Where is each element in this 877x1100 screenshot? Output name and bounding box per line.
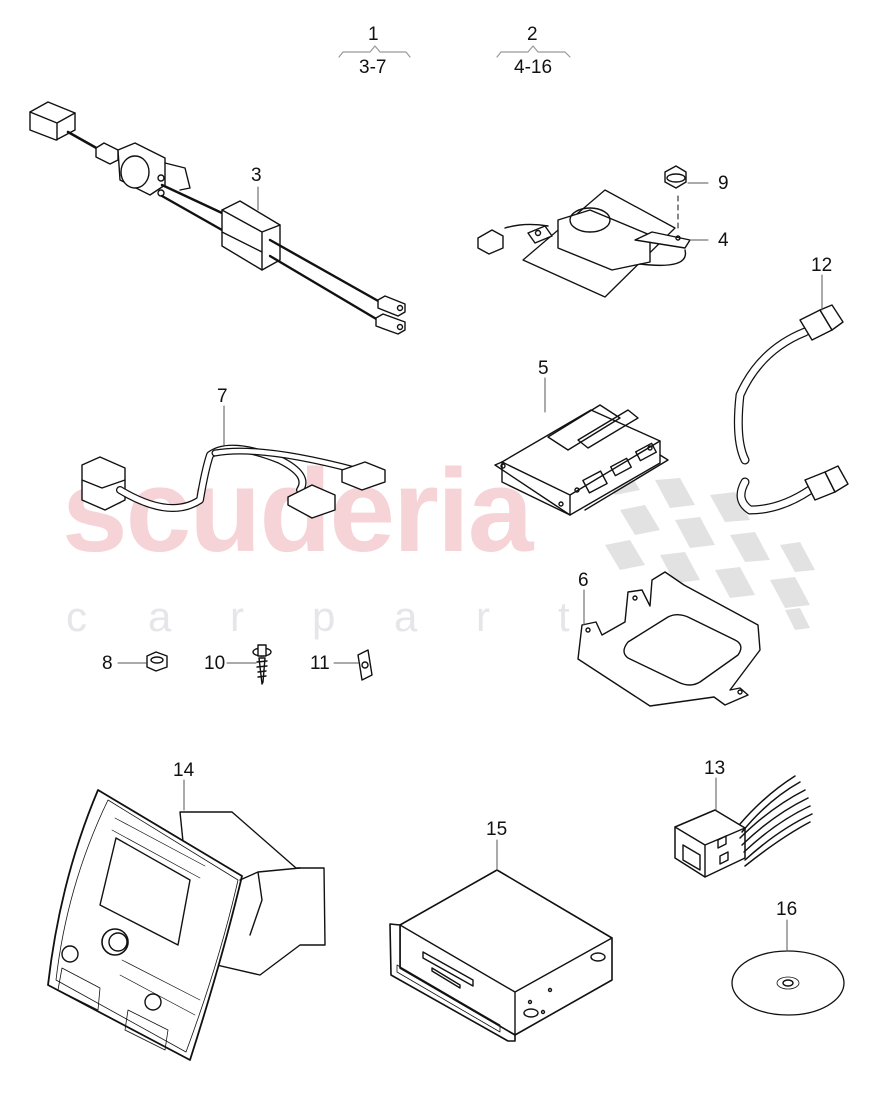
watermark-letter: a: [148, 593, 172, 640]
watermark-letter: r: [476, 593, 490, 640]
watermark-letter: r: [230, 593, 244, 640]
group-bracket-2: [496, 45, 571, 58]
callout-7[interactable]: 7: [217, 386, 228, 407]
callout-9[interactable]: 9: [718, 173, 729, 194]
watermark-letter: p: [312, 593, 336, 640]
part-5-control-unit: [494, 404, 669, 516]
callout-12[interactable]: 12: [811, 255, 833, 276]
callout-8[interactable]: 8: [102, 653, 113, 674]
group-1-range: 3-7: [359, 57, 387, 78]
callout-6[interactable]: 6: [578, 570, 589, 591]
watermark-letter: a: [394, 593, 418, 640]
group-1-number: 1: [368, 24, 379, 45]
group-2-number: 2: [527, 24, 538, 45]
callout-10[interactable]: 10: [204, 653, 226, 674]
callout-5[interactable]: 5: [538, 358, 549, 379]
part-9-flange-nut: [664, 165, 687, 189]
part-14-head-unit: [47, 789, 326, 1061]
watermark-letter: c: [66, 593, 87, 640]
leader-lines: [117, 182, 823, 952]
callout-14[interactable]: 14: [173, 760, 195, 781]
part-10-screw: [252, 644, 272, 685]
callout-13[interactable]: 13: [704, 758, 726, 779]
part-8-hex-nut: [146, 651, 168, 672]
part-6-mounting-bracket: [577, 571, 761, 707]
part-13-connector: [674, 775, 813, 878]
checkered-flag-watermark: [600, 465, 815, 630]
part-7-cable-harness: [81, 444, 386, 519]
part-4-antenna-module: [477, 189, 691, 298]
callout-4[interactable]: 4: [718, 230, 729, 251]
part-3-wiring-harness: [29, 101, 406, 335]
group-bracket-1: [338, 45, 411, 58]
part-12-coax-cable: [733, 304, 849, 515]
watermark-letter: t: [558, 593, 570, 640]
part-11-clip-nut: [357, 649, 373, 681]
callout-16[interactable]: 16: [776, 899, 798, 920]
group-2-range: 4-16: [514, 57, 553, 78]
part-15-drive-unit: [389, 869, 613, 1042]
part-16-disc: [731, 950, 845, 1016]
callout-3[interactable]: 3: [251, 165, 262, 186]
callout-11[interactable]: 11: [310, 653, 330, 674]
callout-15[interactable]: 15: [486, 819, 508, 840]
